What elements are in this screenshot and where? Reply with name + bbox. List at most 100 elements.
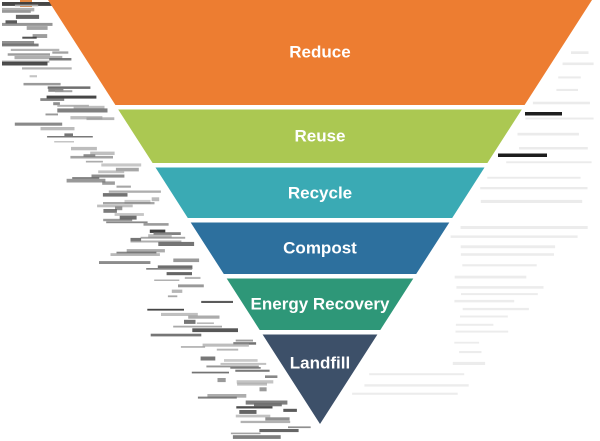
- noise-dash: [115, 167, 139, 172]
- noise-dash: [57, 104, 89, 107]
- noise-dash: [97, 204, 133, 208]
- black-line-artifact: [498, 153, 547, 157]
- noise-dash: [70, 155, 113, 159]
- noise-dash: [116, 185, 131, 188]
- noise-dash: [236, 406, 273, 409]
- ghost-line: [454, 341, 480, 344]
- layer-label-reuse: Reuse: [294, 127, 345, 146]
- layer-label-reduce: Reduce: [289, 43, 350, 62]
- noise-dash: [148, 234, 172, 238]
- ghost-line: [460, 253, 554, 256]
- noise-dash: [216, 348, 239, 351]
- noise-dash: [53, 102, 60, 106]
- noise-dash: [57, 108, 108, 113]
- left-edge-noise-artifact: [2, 0, 311, 439]
- noise-dash: [192, 328, 238, 333]
- noise-dash: [86, 117, 115, 121]
- noise-dash: [206, 365, 259, 368]
- noise-dash: [52, 51, 69, 54]
- ghost-line: [571, 51, 589, 54]
- noise-dash: [14, 55, 63, 60]
- noise-dash: [191, 371, 229, 374]
- noise-dash: [5, 20, 17, 24]
- noise-dash: [73, 105, 105, 109]
- noise-dash: [102, 181, 115, 185]
- noise-dash: [151, 197, 160, 202]
- noise-dash: [2, 60, 50, 63]
- noise-dash: [22, 36, 37, 39]
- noise-dash: [32, 34, 48, 38]
- pyramid-layer-landfill: [262, 334, 378, 424]
- pyramid-layer-reduce: [48, 0, 592, 105]
- noise-dash: [239, 410, 257, 414]
- pyramid-layer-compost: [190, 222, 450, 274]
- noise-dash: [103, 202, 155, 205]
- noise-dash: [217, 378, 226, 383]
- noise-dash: [149, 229, 166, 233]
- noise-dash: [46, 95, 97, 99]
- noise-dash: [83, 154, 96, 157]
- ghost-line: [454, 299, 515, 303]
- noise-dash: [153, 232, 181, 235]
- noise-dash: [130, 240, 182, 243]
- noise-dash: [171, 289, 183, 293]
- noise-dash: [265, 417, 290, 421]
- noise-dash: [2, 41, 35, 45]
- noise-dash: [140, 236, 186, 239]
- noise-dash: [233, 342, 257, 345]
- noise-dash: [23, 82, 61, 86]
- ghost-line: [455, 323, 494, 326]
- noise-dash: [232, 435, 281, 439]
- noise-dash: [245, 400, 288, 405]
- ghost-line: [487, 176, 581, 179]
- noise-dash: [115, 206, 123, 211]
- ghost-line: [461, 293, 538, 296]
- noise-dash: [49, 58, 72, 61]
- noise-dash: [220, 362, 267, 365]
- noise-dash: [235, 369, 270, 372]
- ghost-line: [459, 351, 482, 354]
- noise-dash: [143, 223, 169, 226]
- noise-dash: [2, 2, 52, 6]
- noise-dash: [10, 48, 60, 51]
- ghost-line: [562, 62, 594, 66]
- noise-dash: [22, 67, 72, 70]
- noise-dash: [40, 98, 65, 101]
- noise-dash: [2, 22, 53, 26]
- noise-dash: [116, 251, 157, 255]
- noise-dash: [259, 387, 267, 392]
- noise-dash: [71, 146, 97, 151]
- noise-dash: [202, 343, 249, 347]
- layer-label-energy-recovery: Energy Recovery: [251, 295, 390, 314]
- noise-dash: [224, 359, 258, 362]
- layer-label-recycle: Recycle: [288, 184, 352, 203]
- noise-dash: [150, 333, 202, 337]
- ghost-line: [462, 307, 529, 311]
- noise-dash: [180, 346, 206, 348]
- noise-dash: [106, 221, 148, 224]
- noise-dash: [103, 209, 117, 213]
- ghost-line: [456, 286, 544, 289]
- noise-dash: [200, 356, 216, 361]
- noise-dash: [15, 14, 40, 19]
- ghost-line: [460, 315, 508, 318]
- noise-dash: [98, 170, 125, 174]
- noise-dash: [236, 380, 274, 384]
- ghost-line: [519, 147, 588, 150]
- pyramid-layer-energy-recovery: [226, 278, 414, 330]
- noise-dash: [29, 75, 37, 78]
- noise-dash: [173, 258, 200, 263]
- noise-dash: [90, 151, 115, 155]
- noise-dash: [254, 403, 282, 407]
- ghost-line: [556, 88, 578, 91]
- ghost-line: [480, 187, 588, 190]
- noise-dash: [54, 141, 74, 143]
- noise-dash: [64, 133, 73, 137]
- ghost-line: [525, 117, 594, 120]
- noise-dash: [161, 312, 198, 316]
- noise-dash: [66, 178, 106, 183]
- noise-dash: [283, 408, 297, 412]
- noise-dash: [230, 367, 261, 369]
